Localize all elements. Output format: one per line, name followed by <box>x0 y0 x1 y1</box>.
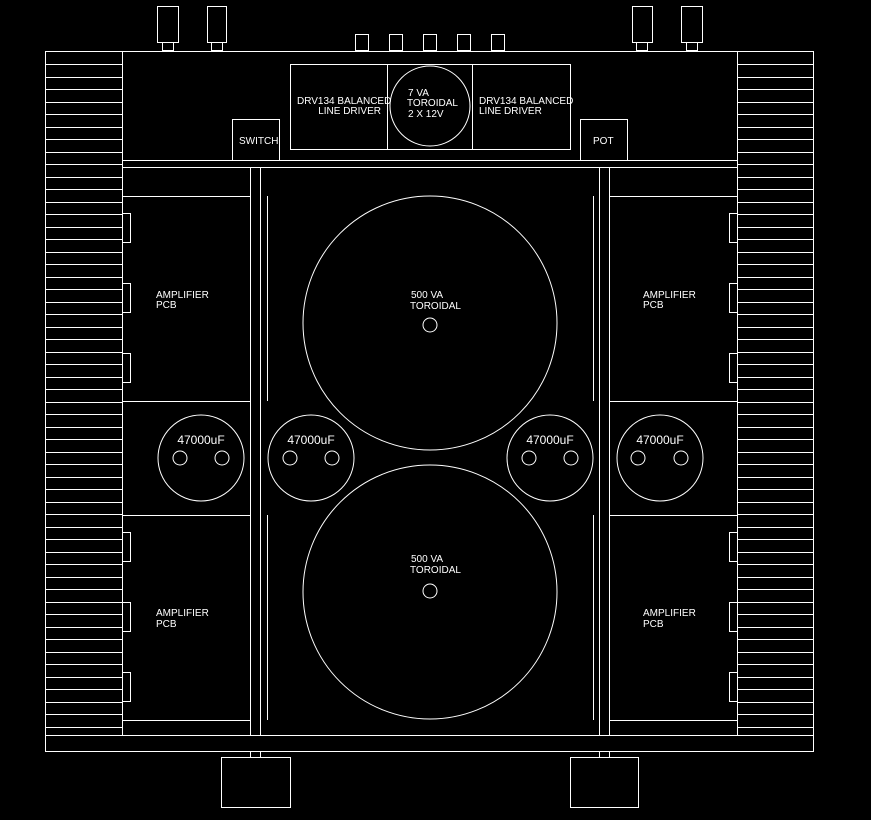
amp-pcb-top-left-device-3 <box>122 353 131 383</box>
left-channel-divider <box>250 168 268 735</box>
front-foot-right <box>570 757 639 808</box>
amp-pcb-top-left: AMPLIFIER PCB <box>122 196 251 402</box>
amp-pcb-top-right-label-line2: PCB <box>643 300 664 311</box>
rear-connector-1-stem <box>162 42 174 51</box>
rear-connector-1 <box>157 6 179 43</box>
amp-pcb-bottom-left-label-line2: PCB <box>156 619 177 630</box>
amp-pcb-bottom-left-device-2 <box>122 602 131 632</box>
rear-connector-2-stem <box>211 42 223 51</box>
amp-pcb-top-left-label-line1: AMPLIFIER <box>156 290 209 301</box>
right-heatsink-body <box>737 51 814 736</box>
capacitor-2-label: 47000uF <box>287 433 334 447</box>
line-driver-board: DRV134 BALANCED LINE DRIVER DRV134 BALAN… <box>290 64 573 150</box>
rear-connector-3-stem <box>636 42 648 51</box>
amp-pcb-bottom-right-device-3 <box>729 672 738 702</box>
capacitor-3: 47000uF <box>506 414 594 502</box>
rear-jack-5 <box>491 34 505 51</box>
big-toroid-top-bolt <box>422 317 438 333</box>
big-toroid-bottom-label-line2: TOROIDAL <box>410 565 461 576</box>
rear-jack-4 <box>457 34 471 51</box>
small-toroid-label-line3: 2 X 12V <box>408 109 444 120</box>
amp-pcb-bottom-right-device-1 <box>729 532 738 562</box>
top-connectors <box>157 6 703 51</box>
left-heatsink <box>45 51 123 736</box>
drv-right-label-line1: DRV134 BALANCED <box>479 96 573 107</box>
drv-left-label-line1: DRV134 BALANCED <box>297 96 391 107</box>
capacitor-1: 47000uF <box>157 414 245 502</box>
power-switch <box>232 119 280 161</box>
amp-pcb-top-right-device-1 <box>729 213 738 243</box>
amp-pcb-top-right-device-2 <box>729 283 738 313</box>
rear-connector-4 <box>681 6 703 43</box>
big-toroid-bottom-label-line1: 500 VA <box>411 554 443 565</box>
right-heatsink <box>737 51 814 736</box>
big-toroid-bottom: 500 VA TOROIDAL <box>302 464 558 720</box>
big-toroid-top-label-line2: TOROIDAL <box>410 301 461 312</box>
capacitor-1-terminal-a <box>172 450 188 466</box>
front-foot-left-mount <box>250 751 261 758</box>
drv-left-label-line2: LINE DRIVER <box>318 106 381 117</box>
right-heatsink-fins <box>737 64 814 728</box>
amp-pcb-bottom-left-device-3 <box>122 672 131 702</box>
big-toroid-bottom-outline <box>302 464 558 720</box>
right-channel-divider <box>593 168 610 735</box>
small-toroid-label-line2: TOROIDAL <box>407 98 458 109</box>
switch-label: SWITCH <box>239 136 278 147</box>
rear-jack-1 <box>355 34 369 51</box>
amp-pcb-bottom-right-label-line2: PCB <box>643 619 664 630</box>
amp-pcb-bottom-left-label-line1: AMPLIFIER <box>156 608 209 619</box>
front-foot-right-mount <box>599 751 610 758</box>
amp-pcb-top-left-device-1 <box>122 213 131 243</box>
capacitor-4-label: 47000uF <box>636 433 683 447</box>
rear-jack-3 <box>423 34 437 51</box>
amp-pcb-top-right-label-line1: AMPLIFIER <box>643 290 696 301</box>
capacitor-4: 47000uF <box>616 414 704 502</box>
left-heatsink-body <box>45 51 123 736</box>
rear-connector-4-stem <box>686 42 698 51</box>
capacitor-3-terminal-a <box>521 450 537 466</box>
left-heatsink-fins <box>45 64 122 728</box>
capacitor-4-terminal-a <box>630 450 646 466</box>
capacitor-2-terminal-b <box>324 450 340 466</box>
capacitor-4-outline <box>616 414 704 502</box>
amp-pcb-bottom-right: AMPLIFIER PCB <box>609 515 738 721</box>
capacitor-2-outline <box>267 414 355 502</box>
amp-pcb-top-left-device-2 <box>122 283 131 313</box>
rear-connector-2 <box>207 6 227 43</box>
line-driver-board-outline <box>290 64 571 150</box>
drv-right-label-line2: LINE DRIVER <box>479 106 542 117</box>
amp-pcb-top-right-device-3 <box>729 353 738 383</box>
capacitor-1-outline <box>157 414 245 502</box>
capacitor-1-terminal-b <box>214 450 230 466</box>
big-toroid-top-label-line1: 500 VA <box>411 290 443 301</box>
front-foot-left <box>221 757 291 808</box>
capacitor-3-terminal-b <box>563 450 579 466</box>
big-toroid-top: 500 VA TOROIDAL <box>302 195 558 451</box>
small-toroid-label-line1: 7 VA <box>408 88 429 99</box>
rear-connector-3 <box>632 6 653 43</box>
capacitor-3-label: 47000uF <box>526 433 573 447</box>
rear-jack-2 <box>389 34 403 51</box>
capacitor-2-terminal-a <box>282 450 298 466</box>
capacitor-3-outline <box>506 414 594 502</box>
big-toroid-top-outline <box>302 195 558 451</box>
capacitor-2: 47000uF <box>267 414 355 502</box>
pot-label: POT <box>593 136 614 147</box>
small-toroid <box>389 65 471 147</box>
amp-pcb-bottom-left-device-1 <box>122 532 131 562</box>
amp-pcb-bottom-left: AMPLIFIER PCB <box>122 515 251 721</box>
amp-pcb-bottom-right-label-line1: AMPLIFIER <box>643 608 696 619</box>
capacitor-1-label: 47000uF <box>177 433 224 447</box>
capacitor-4-terminal-b <box>673 450 689 466</box>
chassis-feet <box>221 751 639 808</box>
volume-pot <box>580 119 628 161</box>
big-toroid-bottom-bolt <box>422 583 438 599</box>
amp-pcb-top-right: AMPLIFIER PCB <box>609 196 738 402</box>
amp-pcb-top-left-label-line2: PCB <box>156 300 177 311</box>
amp-pcb-bottom-right-device-2 <box>729 602 738 632</box>
